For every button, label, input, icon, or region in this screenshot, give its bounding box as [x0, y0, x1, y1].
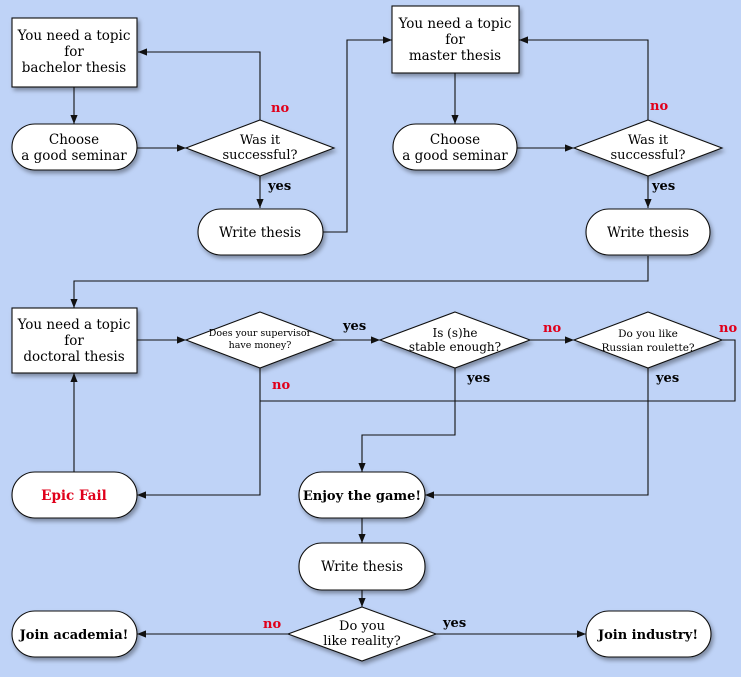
label-no-successful-1: no: [271, 101, 289, 116]
node-doctoral-topic-line-3: doctoral thesis: [23, 349, 124, 365]
node-write-thesis-2: [585, 208, 711, 256]
node-choose-seminar-1: [11, 123, 138, 171]
node-like-reality: [286, 606, 438, 662]
node-like-reality-line-1: Do you: [339, 619, 385, 634]
node-successful-2-line-2: successful?: [611, 148, 686, 163]
edge-write2-to-doctoral: [70, 256, 649, 308]
node-successful-2: [572, 119, 724, 177]
node-doctoral-topic-line-2: for: [64, 333, 84, 349]
label-no-stable-enough: no: [543, 321, 561, 336]
node-stable-enough: [378, 311, 532, 369]
edge-money-no: [137, 368, 261, 499]
node-write-thesis-3-label: Write thesis: [321, 559, 403, 575]
node-bachelor-topic-line-3: bachelor thesis: [22, 60, 126, 76]
label-yes-supervisor-money: yes: [342, 319, 366, 334]
node-join-academia: [11, 610, 138, 658]
label-no-successful-2: no: [650, 99, 668, 114]
node-supervisor-money: [184, 311, 336, 369]
label-no-like-reality: no: [263, 617, 281, 632]
node-master-topic: [391, 5, 520, 74]
node-supervisor-money-line-1: Does your supervisor: [209, 328, 312, 339]
node-russian-roulette-line-2: Russian roulette?: [601, 342, 694, 354]
node-successful-2-line-1: Was it: [628, 133, 669, 148]
node-join-industry: [585, 610, 712, 658]
edge-roulette-no: [260, 339, 736, 402]
node-bachelor-topic: [11, 17, 138, 88]
node-master-topic-line-3: master thesis: [409, 48, 501, 64]
label-yes-successful-1: yes: [267, 179, 291, 194]
label-no-russian-roulette: no: [719, 321, 737, 336]
node-enjoy-game: [298, 471, 426, 519]
node-like-reality-line-2: like reality?: [323, 634, 401, 649]
node-stable-enough-line-1: Is (s)he: [432, 326, 477, 340]
node-enjoy-game-label: Enjoy the game!: [303, 489, 421, 504]
edge-labels: no yes no yes yes no no yes no yes no ye…: [263, 99, 737, 632]
node-successful-1-line-2: successful?: [223, 148, 298, 163]
node-choose-seminar-2: [392, 123, 518, 171]
node-epic-fail-label: Epic Fail: [41, 488, 107, 504]
edge-write1-to-master: [323, 36, 392, 233]
edge-successful1-no: [138, 48, 261, 120]
edge-successful2-no: [519, 36, 649, 120]
node-choose-seminar-2-line-2: a good seminar: [402, 148, 508, 164]
node-join-industry-label: Join industry!: [597, 628, 698, 643]
node-write-thesis-1: [197, 208, 324, 256]
node-write-thesis-2-label: Write thesis: [607, 225, 689, 241]
node-doctoral-topic-line-1: You need a topic: [17, 317, 131, 333]
label-yes-stable-enough: yes: [466, 371, 490, 386]
edges: [70, 36, 736, 638]
node-successful-1-line-1: Was it: [240, 133, 281, 148]
node-choose-seminar-2-line-1: Choose: [430, 132, 480, 148]
node-bachelor-topic-line-2: for: [64, 44, 84, 60]
label-yes-successful-2: yes: [651, 179, 675, 194]
label-yes-russian-roulette: yes: [655, 371, 679, 386]
label-no-supervisor-money: no: [272, 378, 290, 393]
node-bachelor-topic-line-1: You need a topic: [17, 28, 131, 44]
node-write-thesis-3: [298, 542, 426, 591]
node-join-academia-label: Join academia!: [19, 628, 129, 643]
label-yes-like-reality: yes: [442, 616, 466, 631]
node-doctoral-topic: [11, 307, 138, 374]
node-stable-enough-line-2: stable enough?: [409, 340, 501, 354]
node-successful-1: [184, 119, 336, 177]
node-choose-seminar-1-line-1: Choose: [49, 132, 99, 148]
node-supervisor-money-line-2: have money?: [229, 340, 292, 351]
node-russian-roulette: [572, 311, 724, 369]
node-epic-fail: [11, 471, 138, 519]
node-master-topic-line-2: for: [445, 32, 465, 48]
node-russian-roulette-line-1: Do you like: [618, 328, 678, 340]
node-write-thesis-1-label: Write thesis: [219, 225, 301, 241]
edge-roulette-yes: [425, 368, 649, 499]
node-master-topic-line-1: You need a topic: [398, 16, 512, 32]
edge-stable-yes: [358, 368, 456, 472]
node-choose-seminar-1-line-2: a good seminar: [21, 148, 127, 164]
